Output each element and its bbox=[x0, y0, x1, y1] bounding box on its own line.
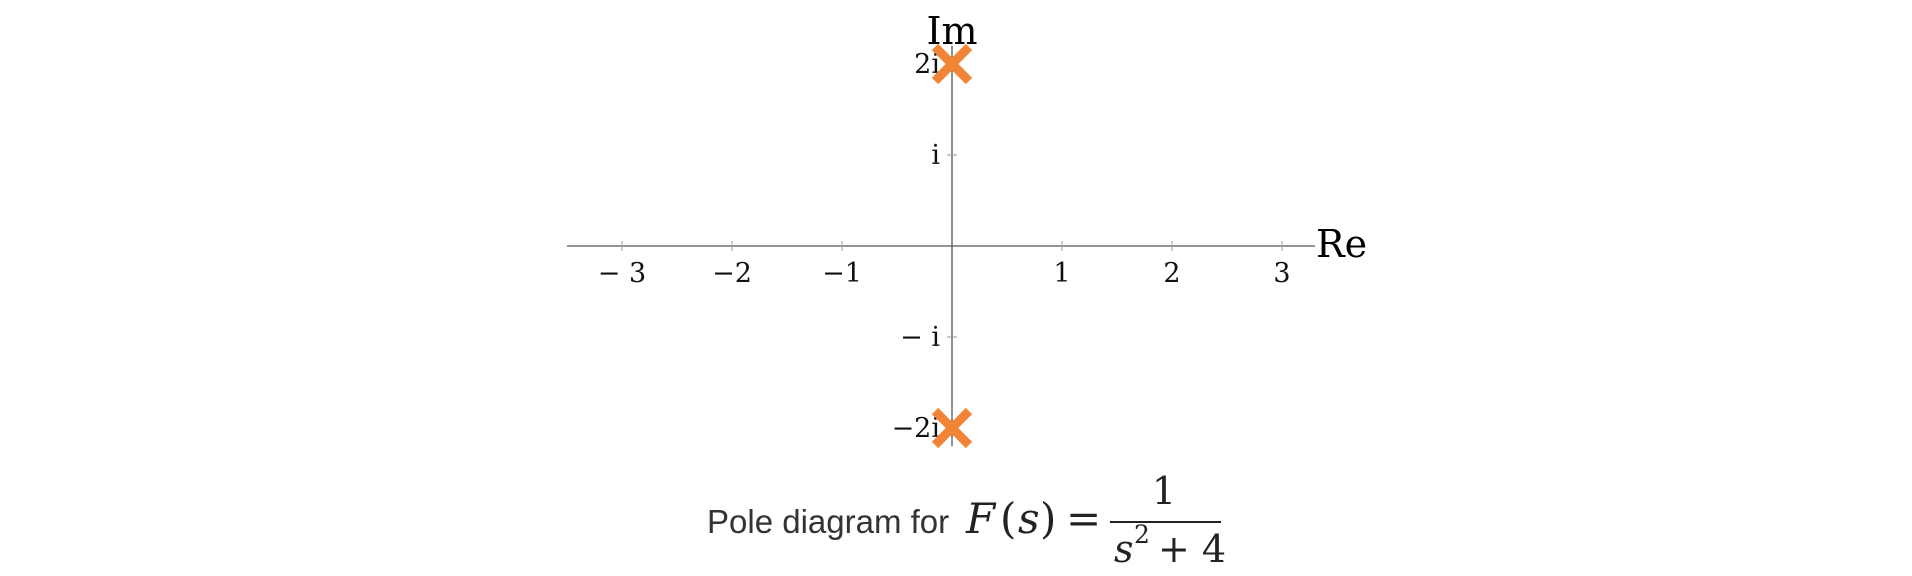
denominator-constant: + 4 bbox=[1158, 527, 1226, 571]
fraction-numerator: 1 bbox=[1152, 469, 1176, 513]
y-tick-label: i bbox=[931, 140, 940, 171]
x-tick-label: 2 bbox=[1163, 258, 1180, 289]
axes bbox=[567, 45, 1315, 447]
denominator-variable: s bbox=[1114, 527, 1134, 571]
pole-marker bbox=[931, 407, 973, 449]
x-tick-label: 3 bbox=[1273, 258, 1290, 289]
paren-open: ( bbox=[1000, 494, 1016, 543]
figure-caption: Pole diagram for F ( s ) = 1 s 2 + 4 bbox=[707, 469, 1226, 571]
function-variable: s bbox=[1018, 494, 1040, 543]
paren-close: ) bbox=[1040, 494, 1056, 543]
y-tick-label: − i bbox=[900, 322, 940, 353]
poles bbox=[931, 43, 973, 449]
x-axis-label: Re bbox=[1316, 222, 1367, 266]
y-tick-label: −2i bbox=[892, 413, 941, 444]
function-name: F bbox=[965, 494, 997, 543]
x-tick-label: −1 bbox=[822, 258, 862, 289]
x-tick-label: 1 bbox=[1053, 258, 1070, 289]
pole-marker bbox=[931, 43, 973, 85]
x-tick-label: − 3 bbox=[598, 258, 646, 289]
denominator-exponent: 2 bbox=[1134, 520, 1150, 549]
x-tick-label: −2 bbox=[712, 258, 752, 289]
equals-sign: = bbox=[1066, 494, 1101, 543]
caption-text: Pole diagram for bbox=[707, 503, 949, 540]
y-axis-label: Im bbox=[926, 9, 977, 53]
